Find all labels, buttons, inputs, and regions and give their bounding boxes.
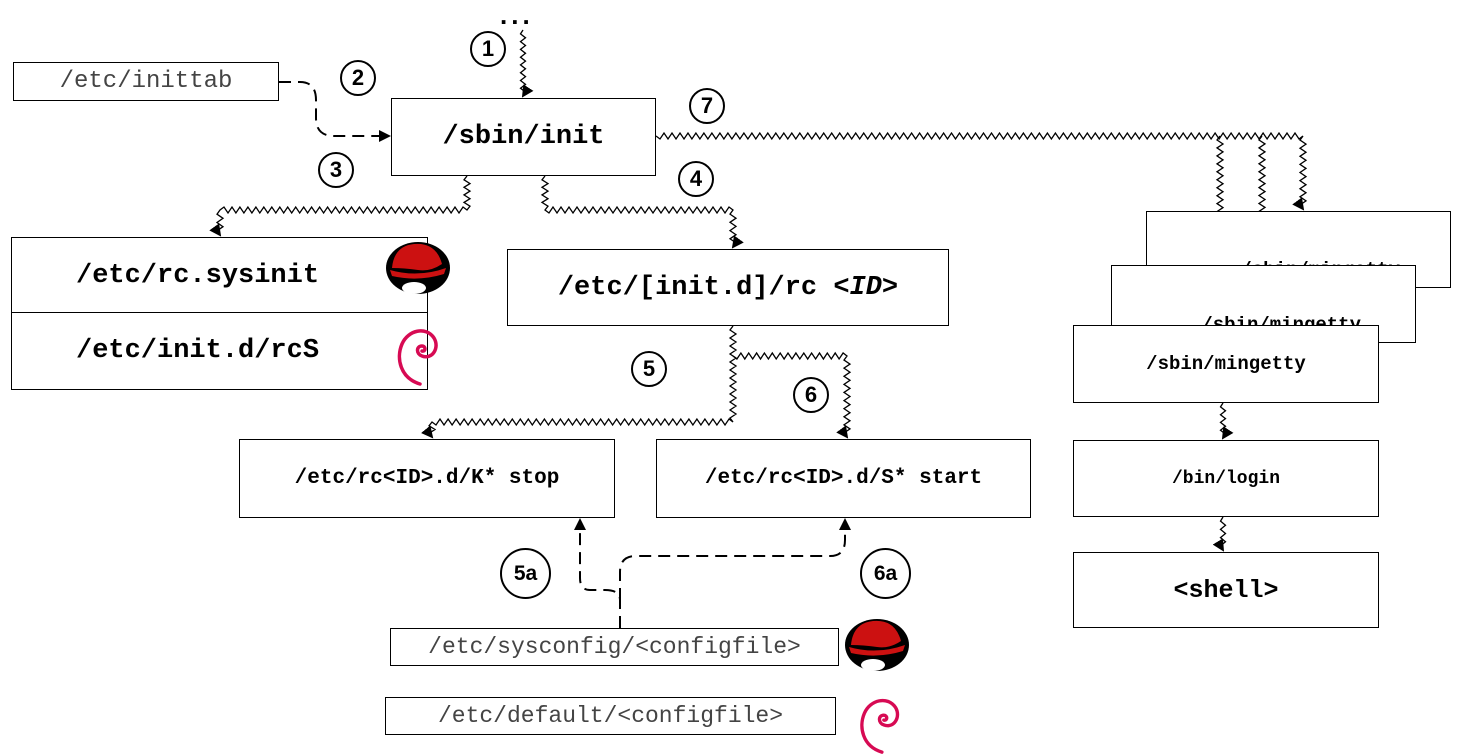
rc-id-box: /etc/[init.d]/rc <ID>	[507, 249, 949, 326]
s-start-box: /etc/rc<ID>.d/S* start	[656, 439, 1031, 518]
mingetty-front-box: /sbin/mingetty	[1073, 325, 1379, 403]
rcs-box: /etc/init.d/rcS	[11, 312, 428, 390]
rc-sysinit-box: /etc/rc.sysinit	[11, 237, 428, 314]
step-5-badge: 5	[631, 351, 667, 387]
connector-step-7-back	[655, 131, 1308, 211]
step-3-badge: 3	[318, 152, 354, 188]
inittab-file-box: /etc/inittab	[13, 62, 279, 101]
rc-id-argument: <ID>	[833, 272, 899, 303]
connector-step-6	[732, 351, 852, 439]
connector-login-shell	[1212, 516, 1227, 552]
debian-logo-icon	[397, 329, 438, 386]
continuation-ellipsis: ...	[500, 0, 534, 30]
connector-step-5a	[574, 518, 621, 628]
redhat-logo-icon	[845, 619, 909, 671]
step-6a-badge: 6a	[860, 548, 911, 599]
sbin-init-box: /sbin/init	[391, 98, 656, 176]
shell-box: <shell>	[1073, 552, 1379, 628]
connector-step-4	[540, 175, 744, 249]
step-6-badge: 6	[793, 377, 829, 413]
connector-step-1	[519, 29, 534, 98]
connector-step-5	[421, 325, 738, 439]
connector-step-2	[279, 81, 391, 142]
k-stop-box: /etc/rc<ID>.d/K* stop	[239, 439, 615, 518]
connector-mingetty-login	[1219, 402, 1234, 440]
step-7-badge: 7	[689, 88, 725, 124]
rc-id-command: /etc/[init.d]/rc	[557, 272, 834, 303]
step-2-badge: 2	[340, 60, 376, 96]
connector-step-6a	[619, 518, 851, 600]
step-1-badge: 1	[470, 31, 506, 67]
default-file-box: /etc/default/<configfile>	[385, 697, 836, 735]
connector-step-3	[209, 175, 472, 237]
redhat-logo-icon	[386, 242, 450, 294]
step-4-badge: 4	[678, 161, 714, 197]
sysconfig-file-box: /etc/sysconfig/<configfile>	[390, 628, 839, 666]
bin-login-box: /bin/login	[1073, 440, 1379, 517]
step-5a-badge: 5a	[500, 548, 551, 599]
debian-logo-icon	[860, 698, 900, 754]
